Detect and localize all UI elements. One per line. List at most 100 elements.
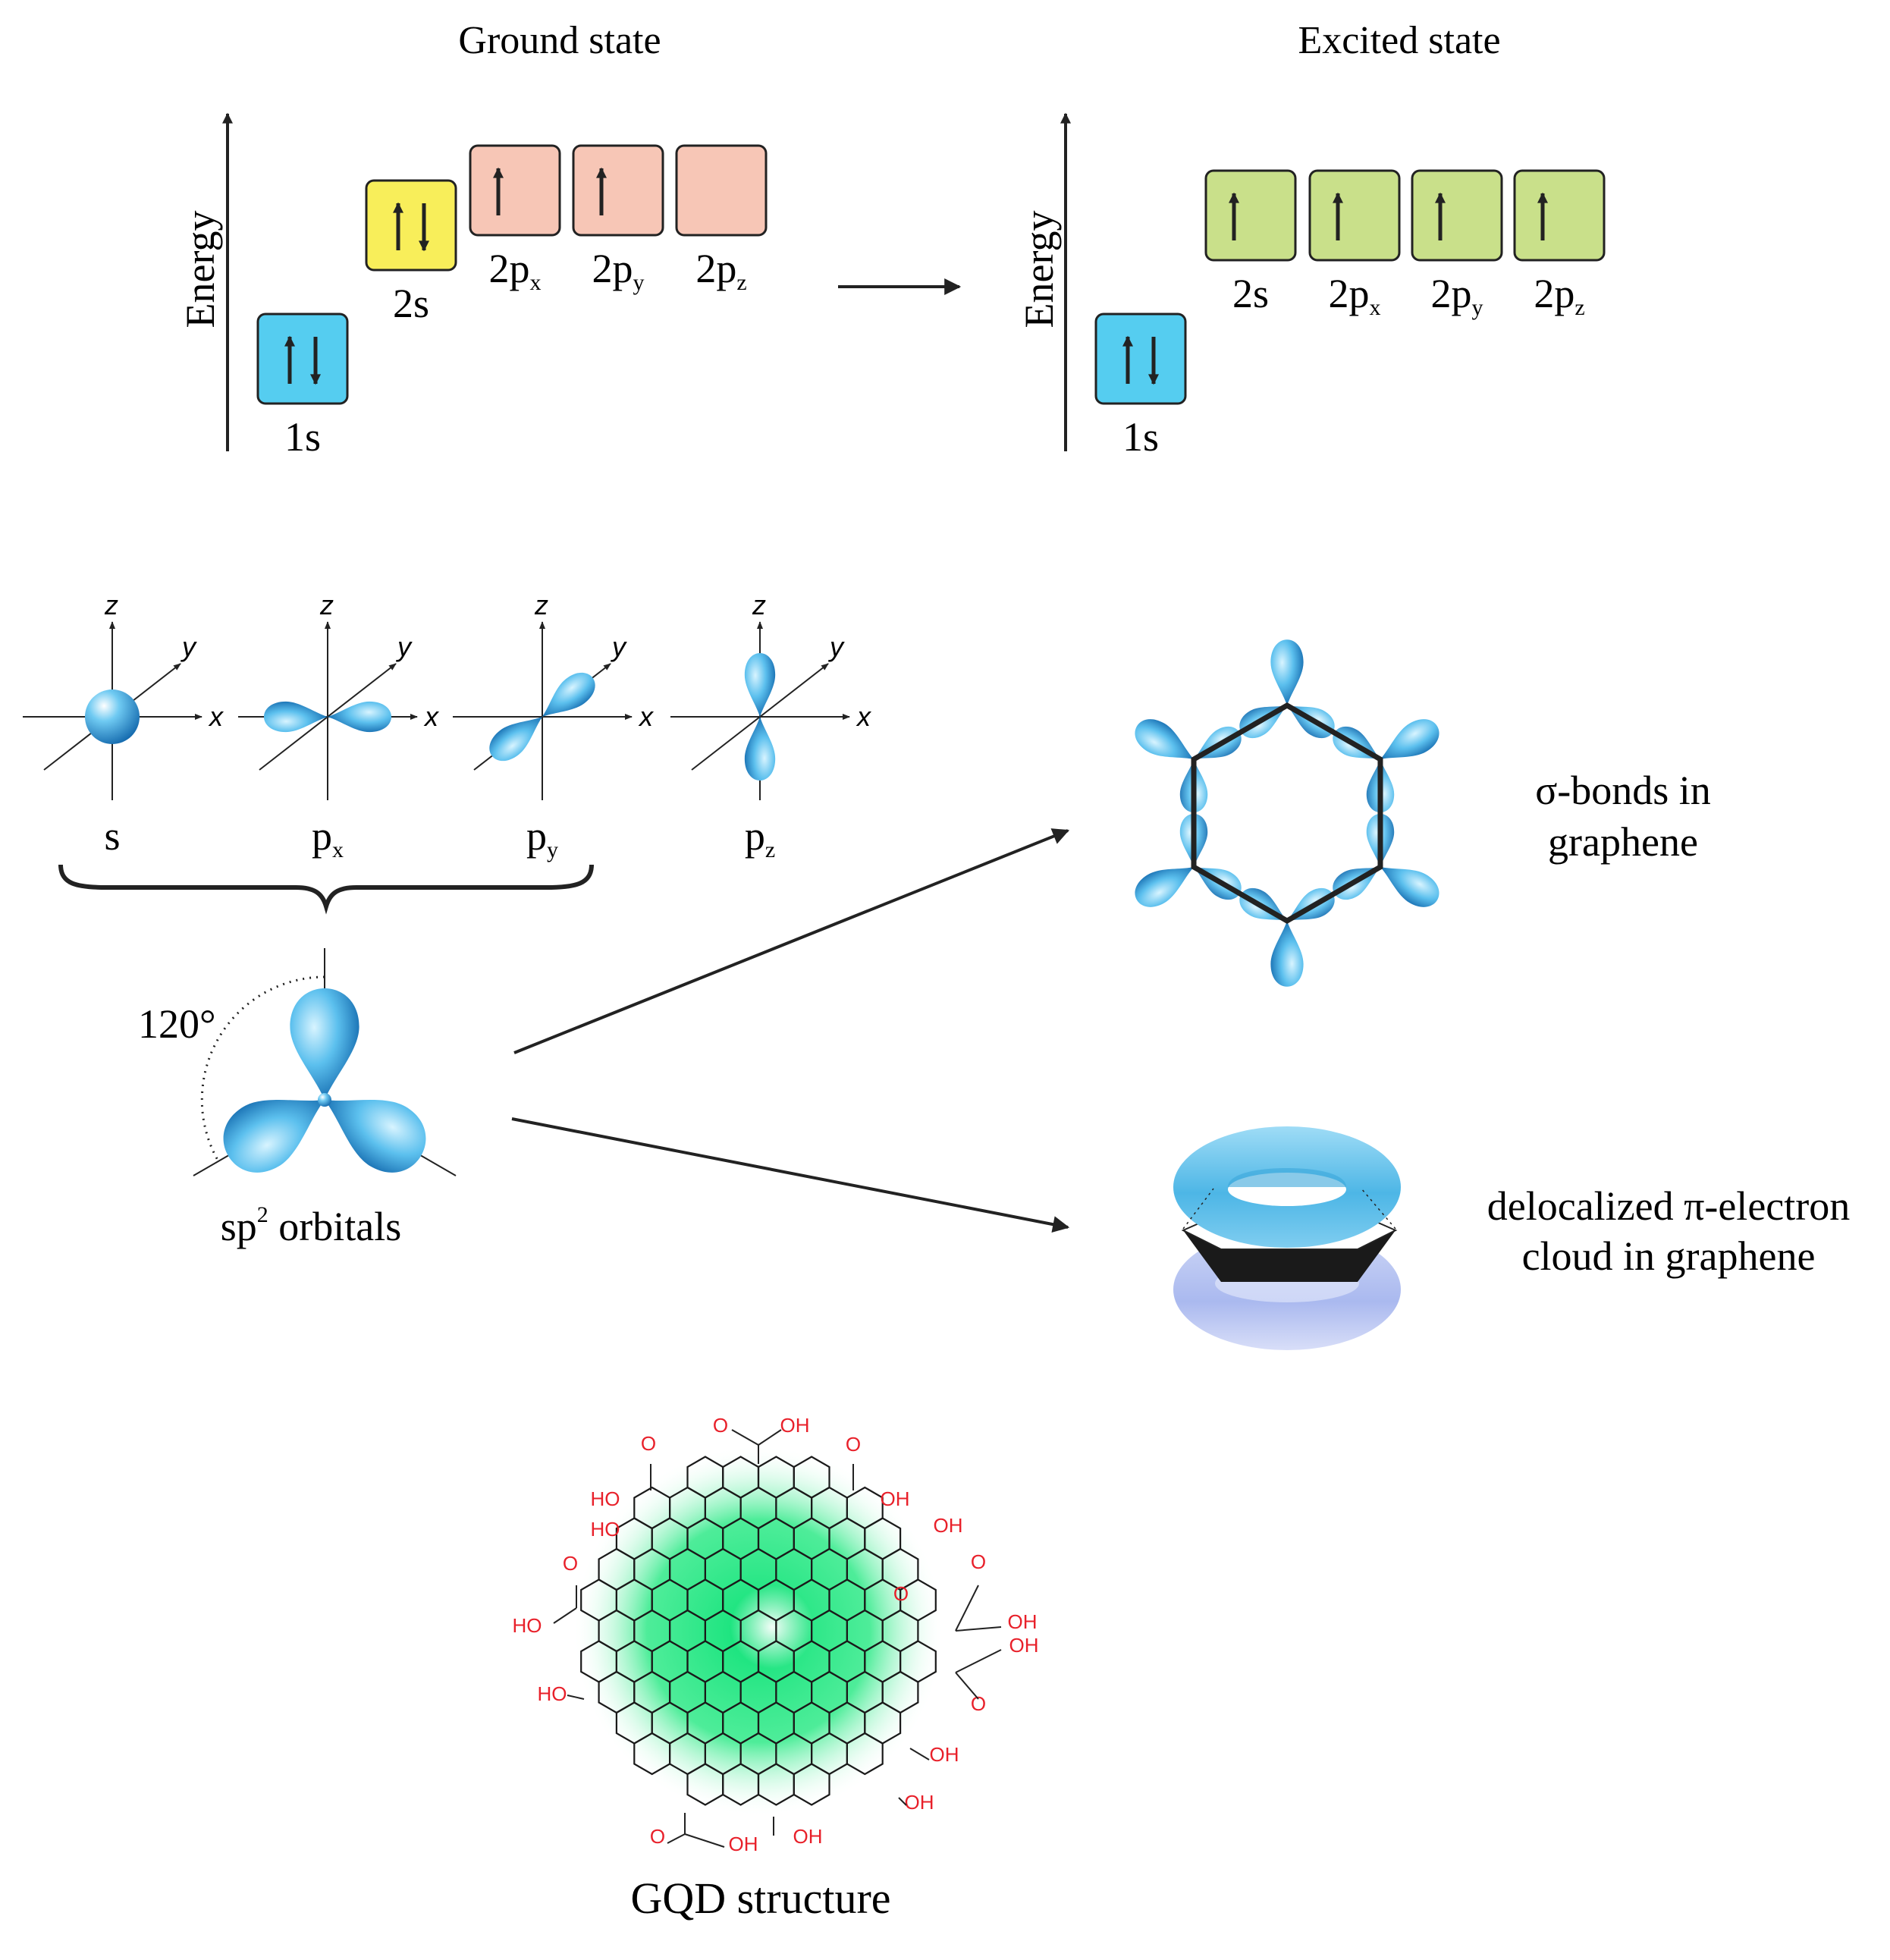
atomic-orbitals-row: x z y s x z y px x z y py x z y pz <box>23 589 872 862</box>
s-orbital-sphere <box>85 689 140 744</box>
orbital-px: x z y px <box>238 589 440 862</box>
sigma-outer-lobe <box>1372 853 1446 915</box>
axis-label: y <box>180 631 197 662</box>
orbital-s: x z y s <box>23 589 224 859</box>
axis-label: z <box>319 589 334 620</box>
sigma-label-line1: σ-bonds in <box>1535 768 1711 813</box>
sp2-angle-label: 120° <box>138 1001 216 1047</box>
functional-group-label: O <box>563 1552 578 1575</box>
orbital-py: x z y py <box>453 589 655 862</box>
axis-label: y <box>610 631 627 662</box>
pi-label-line2: cloud in graphene <box>1522 1233 1816 1279</box>
group-bond <box>553 1607 577 1624</box>
axis-label: x <box>856 701 872 732</box>
sigma-outer-lobe <box>1270 639 1304 705</box>
sp2-to-pi-arrow <box>511 1117 1070 1233</box>
functional-group-label: O <box>846 1433 861 1456</box>
functional-group-label: HO <box>513 1614 542 1637</box>
pi-label-line1: delocalized π-electron <box>1487 1183 1851 1229</box>
sigma-outer-lobe <box>1129 711 1202 774</box>
group-bond <box>909 1748 930 1761</box>
group-bond <box>684 1833 725 1848</box>
functional-group-label: HO <box>591 1518 620 1541</box>
sp2-orbitals-label: sp2 orbitals <box>221 1202 402 1249</box>
ground-energy-label: Energy <box>177 211 223 328</box>
functional-group-label: OH <box>780 1414 810 1437</box>
orbital-label: px <box>312 813 344 862</box>
functional-group-label: OH <box>934 1514 963 1537</box>
gqd-caption: GQD structure <box>630 1874 890 1923</box>
ground-box-2pz: 2pz <box>675 144 768 295</box>
group-bond <box>955 1649 1002 1673</box>
gqd-ring <box>793 1763 830 1806</box>
ground-box-2py: 2py <box>572 144 664 295</box>
sigma-outer-lobe <box>1372 711 1446 774</box>
functional-group-label: HO <box>538 1682 567 1705</box>
axis-label: z <box>534 589 548 620</box>
functional-group-label: OH <box>793 1825 823 1848</box>
ground-box-label: 2pz <box>695 246 746 295</box>
ground-state-diagram: Ground state Energy 1s 2s 2px 2py 2pz <box>177 19 768 460</box>
sigma-outer-lobe <box>1129 853 1202 915</box>
excited-box-label: 2s <box>1232 271 1269 316</box>
benzene-ring-slab <box>1183 1230 1396 1282</box>
excited-box-1s: 1s <box>1094 313 1187 460</box>
ground-box-label: 2px <box>489 246 542 295</box>
ground-box-label: 2s <box>393 281 429 326</box>
axis-label: x <box>638 701 655 732</box>
group-bond <box>955 1672 979 1700</box>
ground-box-1s: 1s <box>256 313 349 460</box>
curly-brace <box>58 864 594 915</box>
axis-label: x <box>208 701 224 732</box>
gqd-hexagonal-lattice <box>580 1456 937 1806</box>
hexagon-ring <box>1191 702 1383 925</box>
ground-orbital-boxes: 1s 2s 2px 2py 2pz <box>256 144 768 460</box>
excited-box-2s: 2s <box>1204 169 1297 316</box>
group-bond <box>667 1833 686 1844</box>
functional-group-label: O <box>713 1414 728 1437</box>
sigma-label-line2: graphene <box>1548 819 1698 865</box>
orbital-label: s <box>104 813 120 859</box>
sp2-orbital-figure <box>193 948 457 1186</box>
axis-label: x <box>423 701 440 732</box>
axis-label: z <box>104 589 118 620</box>
orbital-label: pz <box>745 813 775 862</box>
sigma-outer-lobe <box>1270 921 1304 987</box>
excited-box-label: 1s <box>1122 414 1159 460</box>
sigma-bonds-figure <box>1129 639 1446 987</box>
axis-label: y <box>395 631 413 662</box>
functional-group-label: OH <box>1008 1610 1038 1633</box>
functional-group-label: O <box>641 1432 656 1455</box>
functional-group-label: OH <box>930 1743 959 1766</box>
functional-group-label: OH <box>905 1791 934 1814</box>
functional-group-label: OH <box>729 1833 758 1855</box>
functional-group-label: HO <box>591 1487 620 1510</box>
functional-group-label: O <box>650 1825 665 1848</box>
ground-state-title: Ground state <box>458 19 661 62</box>
ground-box-2s: 2s <box>365 179 457 326</box>
ground-box-label: 1s <box>284 414 321 460</box>
group-bond <box>955 1626 1002 1632</box>
excited-state-title: Excited state <box>1298 19 1500 62</box>
axis-label: z <box>752 589 766 620</box>
functional-group-label: OH <box>1009 1634 1039 1657</box>
orbital-pz: x z y pz <box>670 589 872 862</box>
ground-box-label: 2py <box>592 246 645 295</box>
ground-box-2px: 2px <box>469 144 561 295</box>
sp2-to-sigma-arrow <box>513 828 1070 1054</box>
functional-group-label: O <box>893 1582 909 1605</box>
excited-box-label: 2pz <box>1534 271 1584 320</box>
excited-box-2py: 2py <box>1411 169 1503 320</box>
pi-cloud-figure <box>1173 1126 1401 1350</box>
excited-box-label: 2py <box>1431 271 1483 320</box>
group-bond <box>567 1695 585 1700</box>
axis-label: y <box>827 631 845 662</box>
functional-group-label: O <box>971 1550 986 1573</box>
functional-group-label: O <box>971 1692 986 1715</box>
group-bond <box>955 1585 979 1632</box>
orbital-label: py <box>526 813 558 862</box>
